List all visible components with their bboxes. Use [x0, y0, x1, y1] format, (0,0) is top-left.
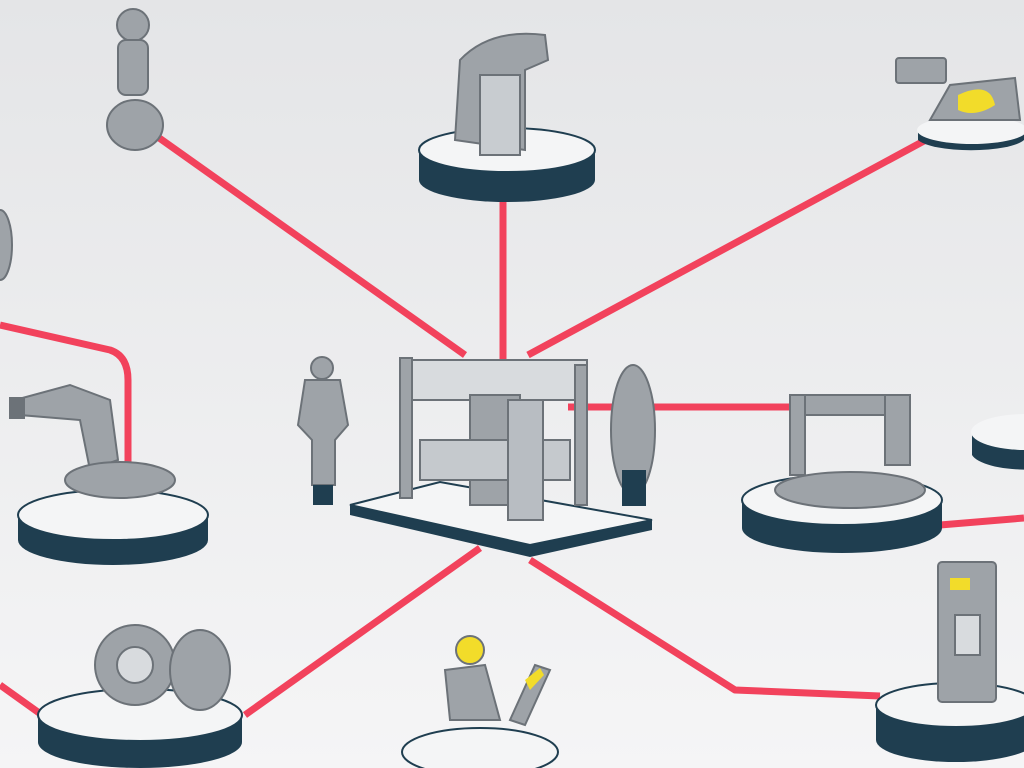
partial-object-left: [0, 209, 13, 281]
person-center-left: [296, 356, 350, 505]
platform-bottom-center: [401, 727, 559, 768]
connector-top-right: [526, 131, 937, 359]
connector-far-left: [0, 682, 45, 718]
platform-left: [17, 489, 209, 565]
machines: [0, 8, 1022, 727]
connector-bottom-left: [242, 545, 483, 718]
robot-arm-left: [9, 383, 176, 499]
connector-top-left: [152, 132, 468, 358]
platform-far-right: [971, 414, 1024, 470]
central-machine: [399, 357, 588, 521]
machine-right: [774, 394, 926, 509]
gear-machine-bottom-left: [94, 624, 231, 711]
platform-top-right: [917, 116, 1024, 151]
machine-top-center: [453, 32, 550, 156]
device-top-right: [895, 57, 1022, 121]
connector-far-right: [939, 514, 1024, 529]
worker-bottom-center: [443, 635, 552, 727]
connector-left: [0, 321, 132, 465]
figure-top-left: [106, 8, 164, 151]
person-center-right: [610, 364, 656, 506]
platform-center: [349, 480, 653, 557]
connector-bottom-right: [528, 557, 881, 700]
connectors: [0, 131, 1024, 718]
cabinet-bottom-right: [937, 561, 997, 703]
